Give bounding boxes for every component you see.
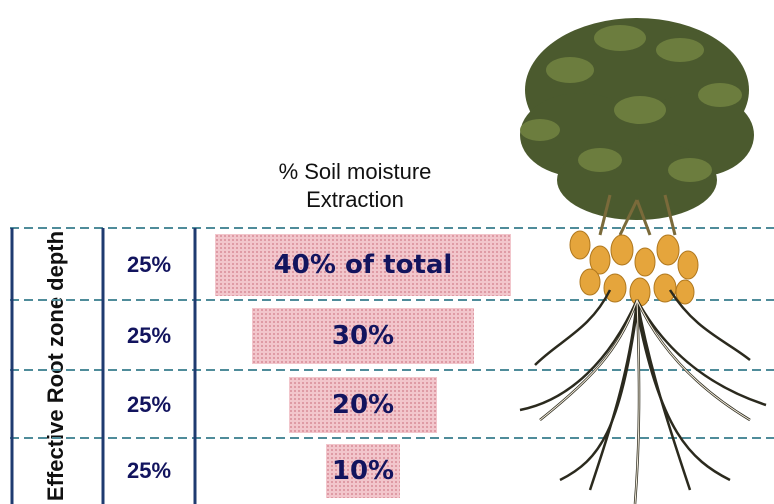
extraction-bar-1: 40% of total — [215, 234, 511, 296]
extraction-bar-2: 30% — [252, 308, 474, 364]
row-percentage-3: 25% — [126, 392, 172, 417]
row-percentage-4: 25% — [126, 458, 172, 483]
extraction-bar-4: 10% — [326, 444, 400, 498]
row-percentage-1: 25% — [126, 252, 172, 277]
row-percentage-2: 25% — [126, 323, 172, 348]
chart-title: % Soil moisture Extraction — [225, 158, 485, 214]
peanut-plant-icon — [519, 18, 767, 504]
chart-title-line-2: Extraction — [306, 187, 404, 212]
extraction-bar-3: 20% — [289, 377, 437, 433]
chart-title-line-1: % Soil moisture — [278, 159, 432, 184]
